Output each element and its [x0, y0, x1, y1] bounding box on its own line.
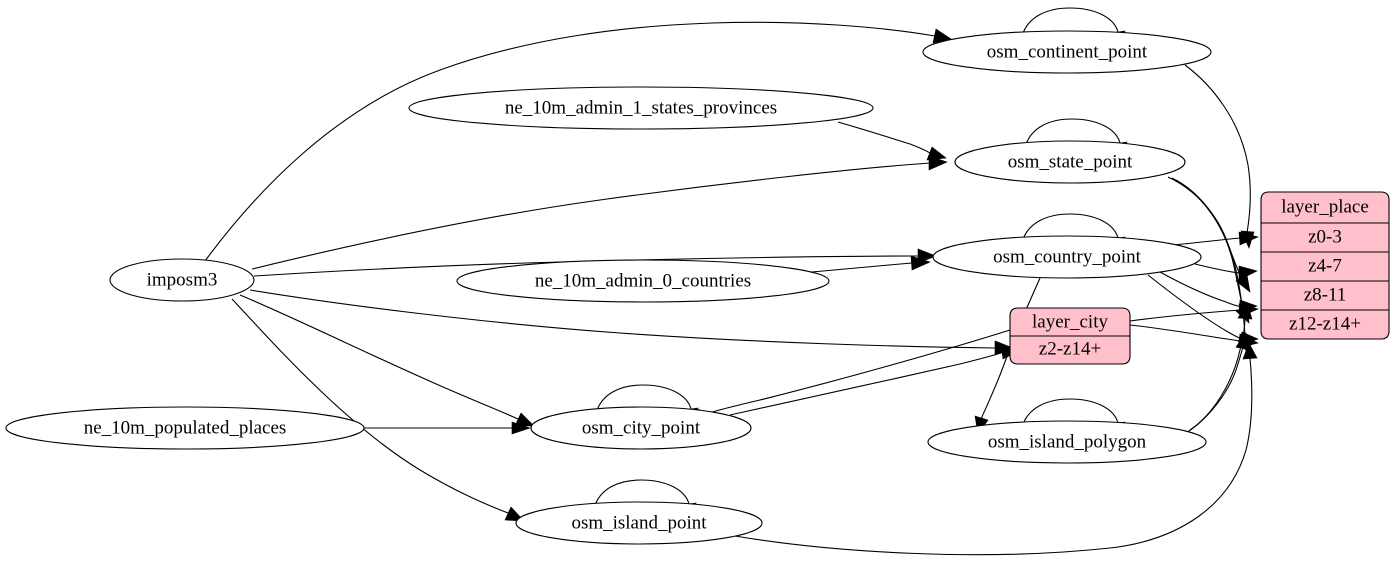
node-osm-island-point[interactable]: osm_island_point [515, 501, 763, 545]
edge-osm-country-point-to-z0-3 [1171, 231, 1259, 246]
edge-layer-city-to-z12-z14 [1129, 324, 1259, 349]
node-osm-country-point[interactable]: osm_country_point [932, 235, 1202, 279]
edge-ne-states-to-osm-state-point [837, 121, 947, 161]
edge-osm-island-point-to-z12-z14 [734, 342, 1258, 556]
record-layer-place-header: layer_place [1281, 196, 1369, 217]
edge-layer-city-to-osm-city-point [684, 329, 1011, 424]
node-osm-island-polygon[interactable]: osm_island_polygon [927, 420, 1207, 464]
edge-osm-continent-point-to-z0-3 [1184, 64, 1255, 249]
node-osm-state-point-label: osm_state_point [1008, 151, 1133, 172]
record-layer-place-row-z8-11[interactable]: z8-11 [1304, 284, 1347, 305]
record-layer-place[interactable]: layer_place z0-3 z4-7 z8-11 z12-z14+ [1260, 191, 1390, 340]
edge-imposm3-to-osm-city-point [239, 294, 535, 427]
node-osm-island-point-label: osm_island_point [571, 512, 707, 533]
edge-osm-island-polygon-to-z12-z14 [1185, 332, 1251, 434]
node-ne-places-label: ne_10m_populated_places [84, 417, 287, 438]
node-ne-countries-label: ne_10m_admin_0_countries [535, 270, 751, 291]
node-osm-state-point[interactable]: osm_state_point [954, 140, 1186, 184]
record-layer-city-row-z2-z14[interactable]: z2-z14+ [1039, 338, 1101, 359]
edge-osm-city-point-to-layer-city-row [729, 344, 1022, 416]
edge-osm-state-point-to-z4-7 [1167, 176, 1251, 293]
node-osm-city-point[interactable]: osm_city_point [530, 406, 752, 450]
node-osm-country-point-label: osm_country_point [993, 246, 1141, 267]
node-ne-10m-admin-0-countries[interactable]: ne_10m_admin_0_countries [456, 259, 830, 303]
record-layer-city-header: layer_city [1032, 311, 1108, 332]
node-imposm3[interactable]: imposm3 [109, 258, 255, 302]
edge-ne-countries-to-osm-country-point [811, 255, 931, 273]
node-osm-island-polygon-label: osm_island_polygon [988, 431, 1147, 452]
record-layer-place-row-z12-z14[interactable]: z12-z14+ [1289, 313, 1361, 334]
record-layer: layer_place z0-3 z4-7 z8-11 z12-z14+ lay… [1009, 191, 1390, 365]
record-layer-place-row-z4-7[interactable]: z4-7 [1308, 255, 1342, 276]
node-imposm3-label: imposm3 [147, 269, 218, 290]
node-osm-city-point-label: osm_city_point [582, 417, 701, 438]
node-osm-continent-point-label: osm_continent_point [987, 41, 1148, 62]
edge-layer [204, 7, 1259, 556]
node-layer: imposm3 ne_10m_admin_1_states_provinces … [5, 30, 1212, 545]
node-ne-10m-populated-places[interactable]: ne_10m_populated_places [5, 406, 365, 450]
edge-ne-places-to-osm-city-point [364, 421, 531, 435]
edge-imposm3-to-osm-state-point [251, 155, 948, 270]
node-ne-10m-admin-1-states-provinces[interactable]: ne_10m_admin_1_states_provinces [408, 86, 874, 130]
node-osm-continent-point[interactable]: osm_continent_point [922, 30, 1212, 74]
record-layer-city[interactable]: layer_city z2-z14+ [1009, 307, 1131, 365]
edge-osm-island-polygon-to-z8-11 [1189, 302, 1253, 431]
edge-osm-country-point-to-z4-7 [1194, 263, 1258, 281]
record-layer-place-row-z0-3[interactable]: z0-3 [1308, 226, 1342, 247]
node-ne-states-label: ne_10m_admin_1_states_provinces [505, 97, 777, 118]
edge-imposm3-to-osm-continent-point [204, 21, 952, 262]
edge-layer-city-to-z8-11 [1129, 303, 1259, 322]
